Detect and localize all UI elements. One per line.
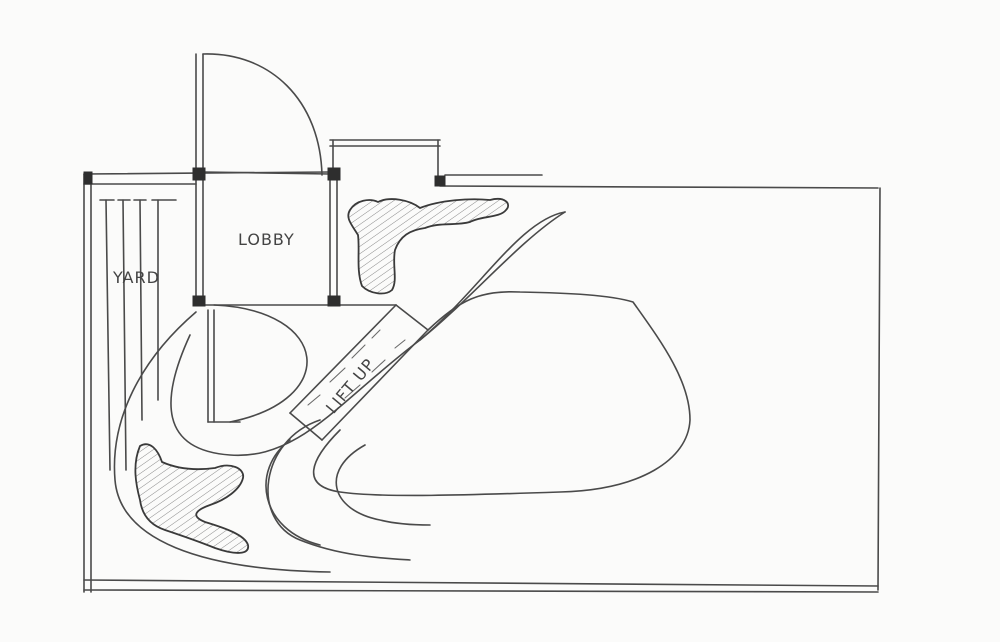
- yard-label: YARD: [113, 268, 160, 287]
- central-mound: [312, 290, 691, 497]
- driveway-curves: [113, 211, 566, 573]
- lift-up-ramp: [289, 304, 429, 441]
- yard-lines: [99, 199, 177, 471]
- site-boundary: [83, 171, 881, 593]
- lobby-label: LOBBY: [238, 230, 295, 249]
- planting-area-lower: [134, 443, 249, 554]
- planting-area-upper: [347, 198, 510, 295]
- lobby-building: [83, 53, 446, 423]
